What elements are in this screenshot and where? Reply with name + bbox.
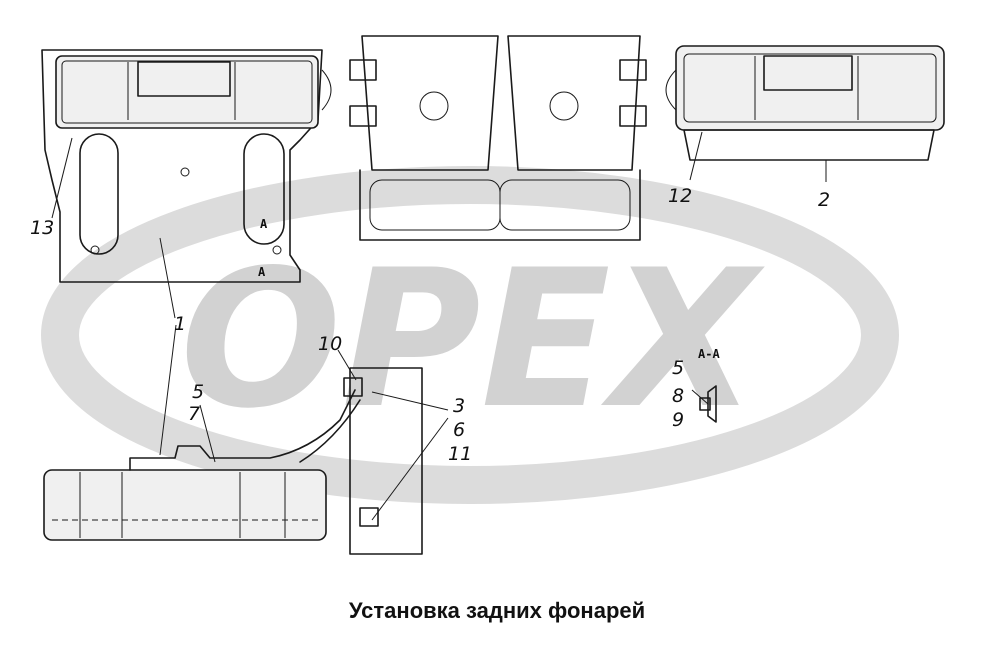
leader-12 <box>689 131 703 181</box>
callout-1: 1 <box>174 313 186 335</box>
callout-2: 2 <box>818 189 830 211</box>
callout-11: 11 <box>448 443 472 465</box>
center-frame-clamp-1 <box>349 59 377 81</box>
leader-5-7 <box>199 404 216 463</box>
callout-9: 9 <box>672 409 684 431</box>
left-bracket-bolt-1 <box>180 167 190 177</box>
center-frame-clamp-4 <box>619 105 647 127</box>
callout-3: 3 <box>453 395 465 417</box>
left-lamp-link <box>321 69 332 111</box>
drawing-caption: Установка задних фонарей <box>348 598 646 623</box>
side-view-assembly: А-А <box>43 347 720 555</box>
leader-3 <box>371 391 449 411</box>
left-lamp-reflector <box>137 61 231 97</box>
left-lamp-assembly: А А <box>41 49 323 283</box>
leader-6-11 <box>371 417 449 521</box>
right-lamp-reflector <box>763 55 853 91</box>
center-frame-clamp-2 <box>349 105 377 127</box>
left-bracket-bolt-3 <box>272 245 282 255</box>
center-frame-loop-right <box>499 179 631 231</box>
center-frame-hole-left <box>419 91 449 121</box>
leader-8 <box>691 389 709 405</box>
right-lamp-lens <box>683 53 937 123</box>
left-lamp-housing <box>55 55 319 129</box>
watermark-ring <box>41 166 899 504</box>
leader-1 <box>159 237 176 319</box>
left-bracket-slot-2 <box>243 133 285 245</box>
center-frame-left-plate <box>361 35 499 171</box>
center-frame-clamp-3 <box>619 59 647 81</box>
right-lamp-link <box>665 69 677 111</box>
center-frame-right-plate <box>507 35 641 171</box>
leader-10 <box>337 349 357 381</box>
callout-12: 12 <box>668 185 692 207</box>
left-bracket-bolt-2 <box>90 245 100 255</box>
left-lamp-lens <box>61 60 313 124</box>
side-view-lamp-body <box>43 469 327 541</box>
leader-1b <box>159 324 177 456</box>
callout-5-left: 5 <box>192 381 204 403</box>
right-lamp-assembly <box>675 45 945 161</box>
callouts: 13 1 12 2 10 5 7 3 6 11 5 8 9 <box>30 185 830 465</box>
leader-lines <box>51 131 827 521</box>
right-lamp-housing <box>675 45 945 131</box>
callout-6: 6 <box>453 419 465 441</box>
callout-13: 13 <box>30 217 54 239</box>
callout-10: 10 <box>318 333 342 355</box>
section-a-a-label: А-А <box>698 347 720 361</box>
callout-8: 8 <box>672 385 684 407</box>
side-view-bolt-1 <box>343 377 363 397</box>
center-frame-lower <box>359 169 641 241</box>
center-frame-assembly <box>321 35 677 241</box>
watermark: OPEX <box>41 166 899 504</box>
view-mark-a-lower: А <box>258 265 266 279</box>
section-a-a-nut <box>699 397 711 411</box>
side-view-bolt-2 <box>359 507 379 527</box>
leader-13 <box>51 137 73 219</box>
center-frame-hole-right <box>549 91 579 121</box>
left-bracket-slot-1 <box>79 133 119 255</box>
watermark-text: OPEX <box>180 229 766 450</box>
callout-5-right: 5 <box>672 357 684 379</box>
side-view-mount-plate <box>349 367 423 555</box>
section-a-a-detail <box>707 385 717 423</box>
right-lamp-base <box>683 129 935 161</box>
side-view-bracket-arm <box>129 389 356 471</box>
callout-7: 7 <box>188 403 200 425</box>
view-mark-a-upper: А <box>260 217 268 231</box>
side-view-bracket-arm-2 <box>299 399 361 463</box>
